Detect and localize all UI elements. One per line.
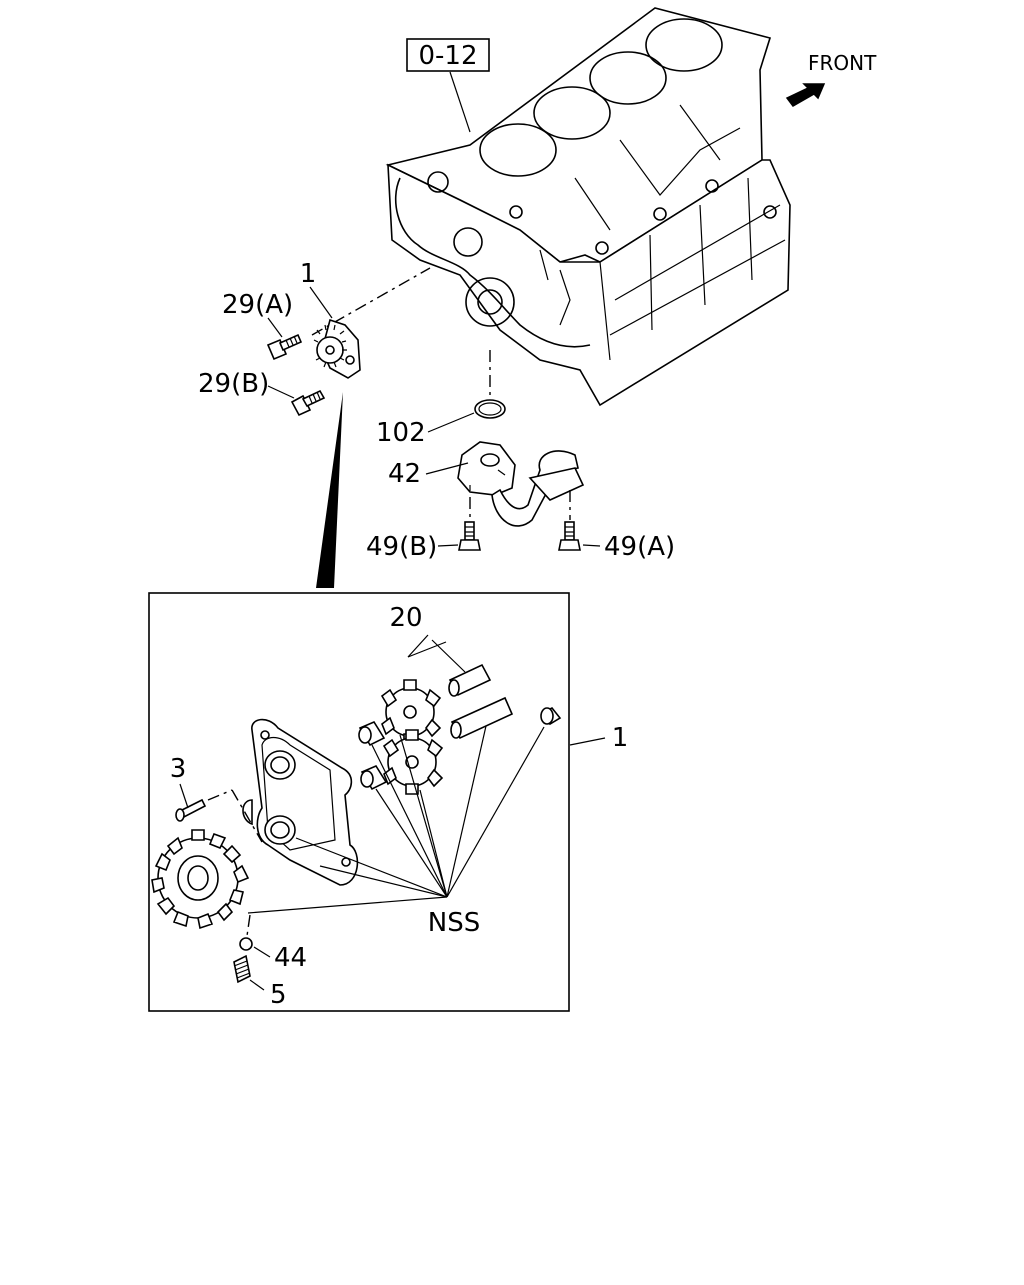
pump-drive-gear <box>151 829 250 930</box>
bushing-left-upper <box>358 720 386 747</box>
oil-pump-small <box>313 318 361 379</box>
bolt-49a <box>558 521 581 551</box>
front-arrow-icon <box>785 83 826 107</box>
bushing-left-lower <box>360 764 388 791</box>
leader-bolt-49a <box>582 544 601 547</box>
check-ball <box>239 937 253 951</box>
relief-spring <box>233 954 251 984</box>
label-bolt-29b: 29(B) <box>198 369 269 399</box>
leader-pump-assembly <box>569 737 606 746</box>
leader-bolt-29a <box>267 317 283 338</box>
label-bolt-49b: 49(B) <box>366 532 437 562</box>
label-nss: NSS <box>428 908 480 938</box>
leader-pin <box>179 783 189 809</box>
reference-box <box>406 38 490 72</box>
label-pipe: 42 <box>388 459 421 489</box>
reference-leader <box>449 71 471 133</box>
label-gear-shafts: 20 <box>389 603 422 633</box>
label-oring: 102 <box>376 418 426 448</box>
detail-box <box>148 592 570 1012</box>
label-bolt-29a: 29(A) <box>222 290 293 320</box>
pin <box>175 798 207 822</box>
nss-leaders <box>247 725 545 914</box>
alignment-line-pump <box>311 267 431 336</box>
leader-oring <box>427 412 475 433</box>
label-pin: 3 <box>170 754 187 784</box>
bushing-right <box>540 706 562 726</box>
bolt-29b <box>290 389 326 417</box>
gear-shaft-lower <box>450 696 514 740</box>
bolt-49b <box>458 521 481 551</box>
label-spring: 5 <box>270 980 287 1010</box>
label-pump-assembly: 1 <box>612 723 629 753</box>
reference-box-label: 0-12 <box>418 41 477 71</box>
label-ball: 44 <box>274 943 307 973</box>
drive-gear-lower <box>382 729 444 795</box>
bolt-29a <box>266 333 303 361</box>
oil-strainer-pipe <box>457 441 585 527</box>
gear-shaft-upper <box>448 663 492 697</box>
engine-block <box>385 7 791 407</box>
leader-pump-top <box>309 286 333 319</box>
leader-bolt-29b <box>267 385 295 399</box>
leader-bolt-49b <box>437 544 459 547</box>
leader-pipe <box>425 462 469 475</box>
front-direction-label: FRONT <box>808 51 877 75</box>
label-pump-top: 1 <box>300 259 317 289</box>
pump-body <box>242 718 359 886</box>
detail-pointer <box>316 392 343 588</box>
label-bolt-49a: 49(A) <box>604 532 675 562</box>
